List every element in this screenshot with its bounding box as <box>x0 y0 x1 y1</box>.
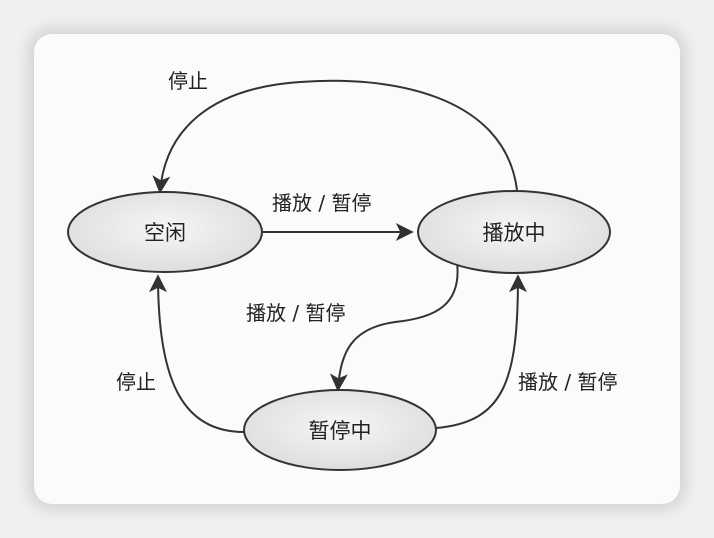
edge-label-paused-to-idle: 停止 <box>116 370 156 394</box>
edge-paused-to-playing <box>435 274 527 429</box>
node-idle-label: 空闲 <box>144 221 186 245</box>
edge-label-idle-to-playing: 播放 / 暂停 <box>272 191 371 215</box>
node-paused-label: 暂停中 <box>309 419 372 443</box>
edge-label-playing-to-paused: 播放 / 暂停 <box>246 301 345 325</box>
node-idle: 空闲 <box>67 191 263 273</box>
edge-playing-to-paused <box>329 261 459 392</box>
node-playing-label: 播放中 <box>483 221 546 245</box>
node-paused: 暂停中 <box>243 389 437 471</box>
node-playing: 播放中 <box>417 190 611 274</box>
edge-playing-to-idle <box>152 79 518 194</box>
edge-label-playing-to-idle: 停止 <box>168 69 208 93</box>
edge-label-paused-to-playing: 播放 / 暂停 <box>518 370 617 394</box>
edge-paused-to-idle <box>149 274 245 433</box>
